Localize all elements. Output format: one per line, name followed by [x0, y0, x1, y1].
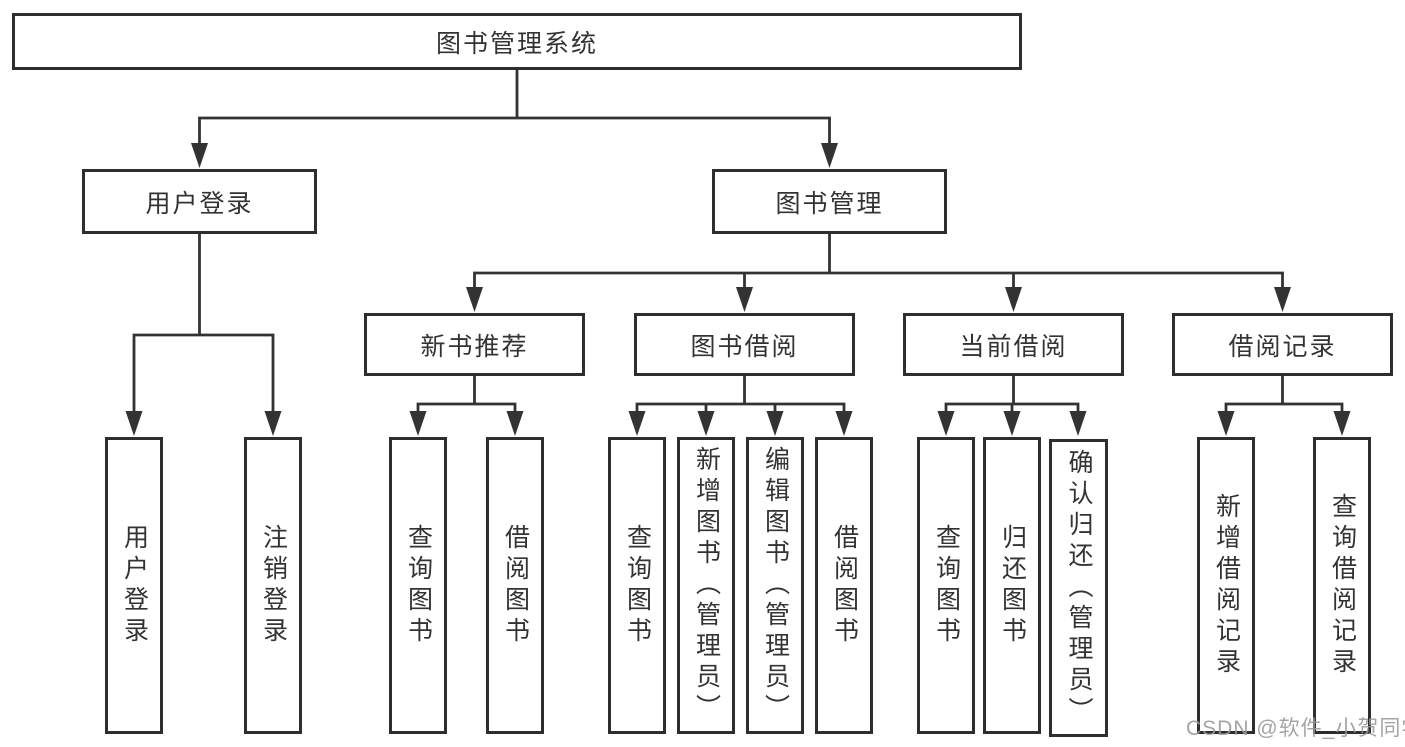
node-book-borrowing: 图书借阅: [634, 313, 855, 376]
node-label: 借阅图书: [830, 523, 859, 648]
node-label: 确认归还（管理员）: [1065, 448, 1093, 728]
node-label: 新增借阅记录: [1212, 492, 1241, 679]
leaf-edit-book-admin: 编辑图书（管理员）: [746, 437, 804, 734]
leaf-return-books: 归还图书: [983, 437, 1041, 734]
node-label: 用户登录: [120, 523, 149, 648]
node-label: 图书管理系统: [435, 29, 598, 58]
leaf-add-book-admin: 新增图书（管理员）: [677, 437, 735, 734]
node-user-login: 用户登录: [82, 169, 317, 234]
node-label: 查询图书: [932, 523, 961, 648]
node-label: 新增图书（管理员）: [692, 446, 721, 725]
leaf-user-login: 用户登录: [105, 437, 163, 734]
node-current-borrowing: 当前借阅: [903, 313, 1124, 376]
node-label: 借阅记录: [1228, 332, 1337, 361]
node-label: 编辑图书（管理员）: [761, 446, 790, 725]
node-label: 注销登录: [259, 523, 288, 648]
node-book-management: 图书管理: [712, 169, 947, 234]
node-label: 图书借阅: [690, 332, 799, 361]
leaf-query-books-1: 查询图书: [389, 437, 447, 734]
node-label: 查询图书: [623, 523, 652, 648]
node-borrowing-records: 借阅记录: [1172, 313, 1393, 376]
arrowheads: [125, 143, 1351, 436]
leaf-query-books-2: 查询图书: [608, 437, 666, 734]
leaf-add-borrow-record: 新增借阅记录: [1197, 437, 1255, 734]
node-new-book-recommendation: 新书推荐: [364, 313, 585, 376]
watermark: CSDN @软件_小贺同学: [1186, 717, 1405, 740]
node-label: 当前借阅: [959, 332, 1068, 361]
leaf-logout-login: 注销登录: [244, 437, 302, 734]
node-label: 新书推荐: [420, 332, 529, 361]
node-label: 查询借阅记录: [1328, 492, 1357, 679]
node-label: 用户登录: [145, 189, 254, 218]
node-label: 借阅图书: [501, 523, 530, 648]
leaf-confirm-return-admin: 确认归还（管理员）: [1049, 439, 1108, 737]
node-label: 归还图书: [998, 523, 1027, 648]
leaf-query-borrow-record: 查询借阅记录: [1313, 437, 1371, 734]
leaf-borrow-books-1: 借阅图书: [486, 437, 544, 734]
leaf-query-books-3: 查询图书: [917, 437, 975, 734]
node-label: 图书管理: [775, 189, 884, 218]
leaf-borrow-books-2: 借阅图书: [815, 437, 873, 734]
node-library-management-system: 图书管理系统: [12, 13, 1022, 70]
node-label: 查询图书: [404, 523, 433, 648]
